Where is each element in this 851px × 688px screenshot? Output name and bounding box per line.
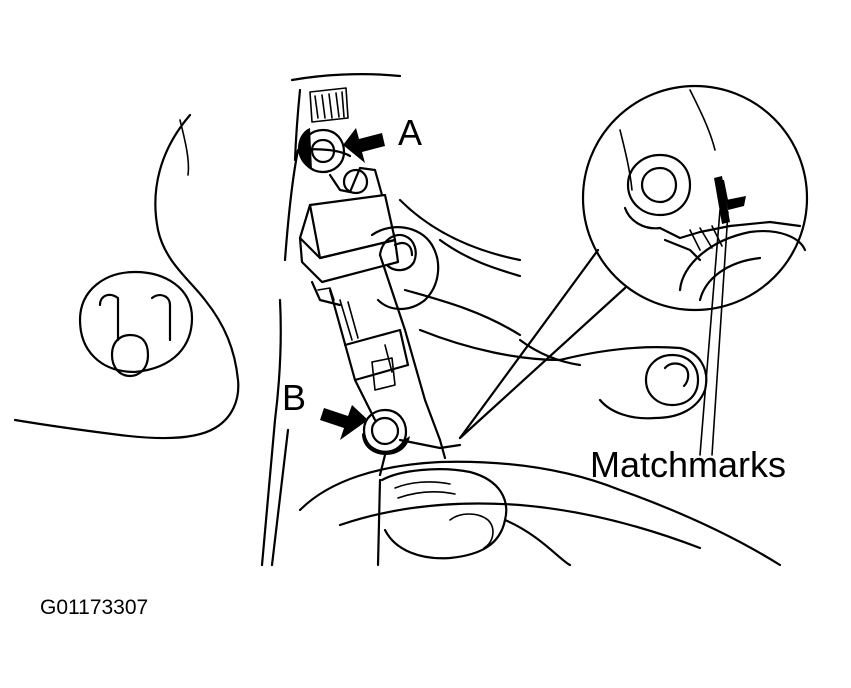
arrow-a-icon (343, 128, 385, 163)
label-matchmarks: Matchmarks (590, 444, 786, 485)
left-panel (13, 113, 240, 440)
label-b: B (282, 377, 306, 418)
bolt-b (362, 408, 410, 455)
left-clip (78, 270, 194, 378)
bracket-post (370, 226, 522, 337)
label-a: A (398, 112, 422, 153)
detail-circle (581, 84, 809, 312)
figure-id: G01173307 (40, 596, 148, 619)
bolt-a (298, 128, 346, 174)
detail-callout (458, 248, 627, 440)
sensor-body (298, 166, 442, 442)
lower-arm (298, 438, 782, 567)
matchmarks-leaders (699, 209, 729, 456)
arrow-b-icon (320, 405, 368, 440)
upper-housing (290, 73, 522, 262)
frame-rails (260, 148, 300, 567)
